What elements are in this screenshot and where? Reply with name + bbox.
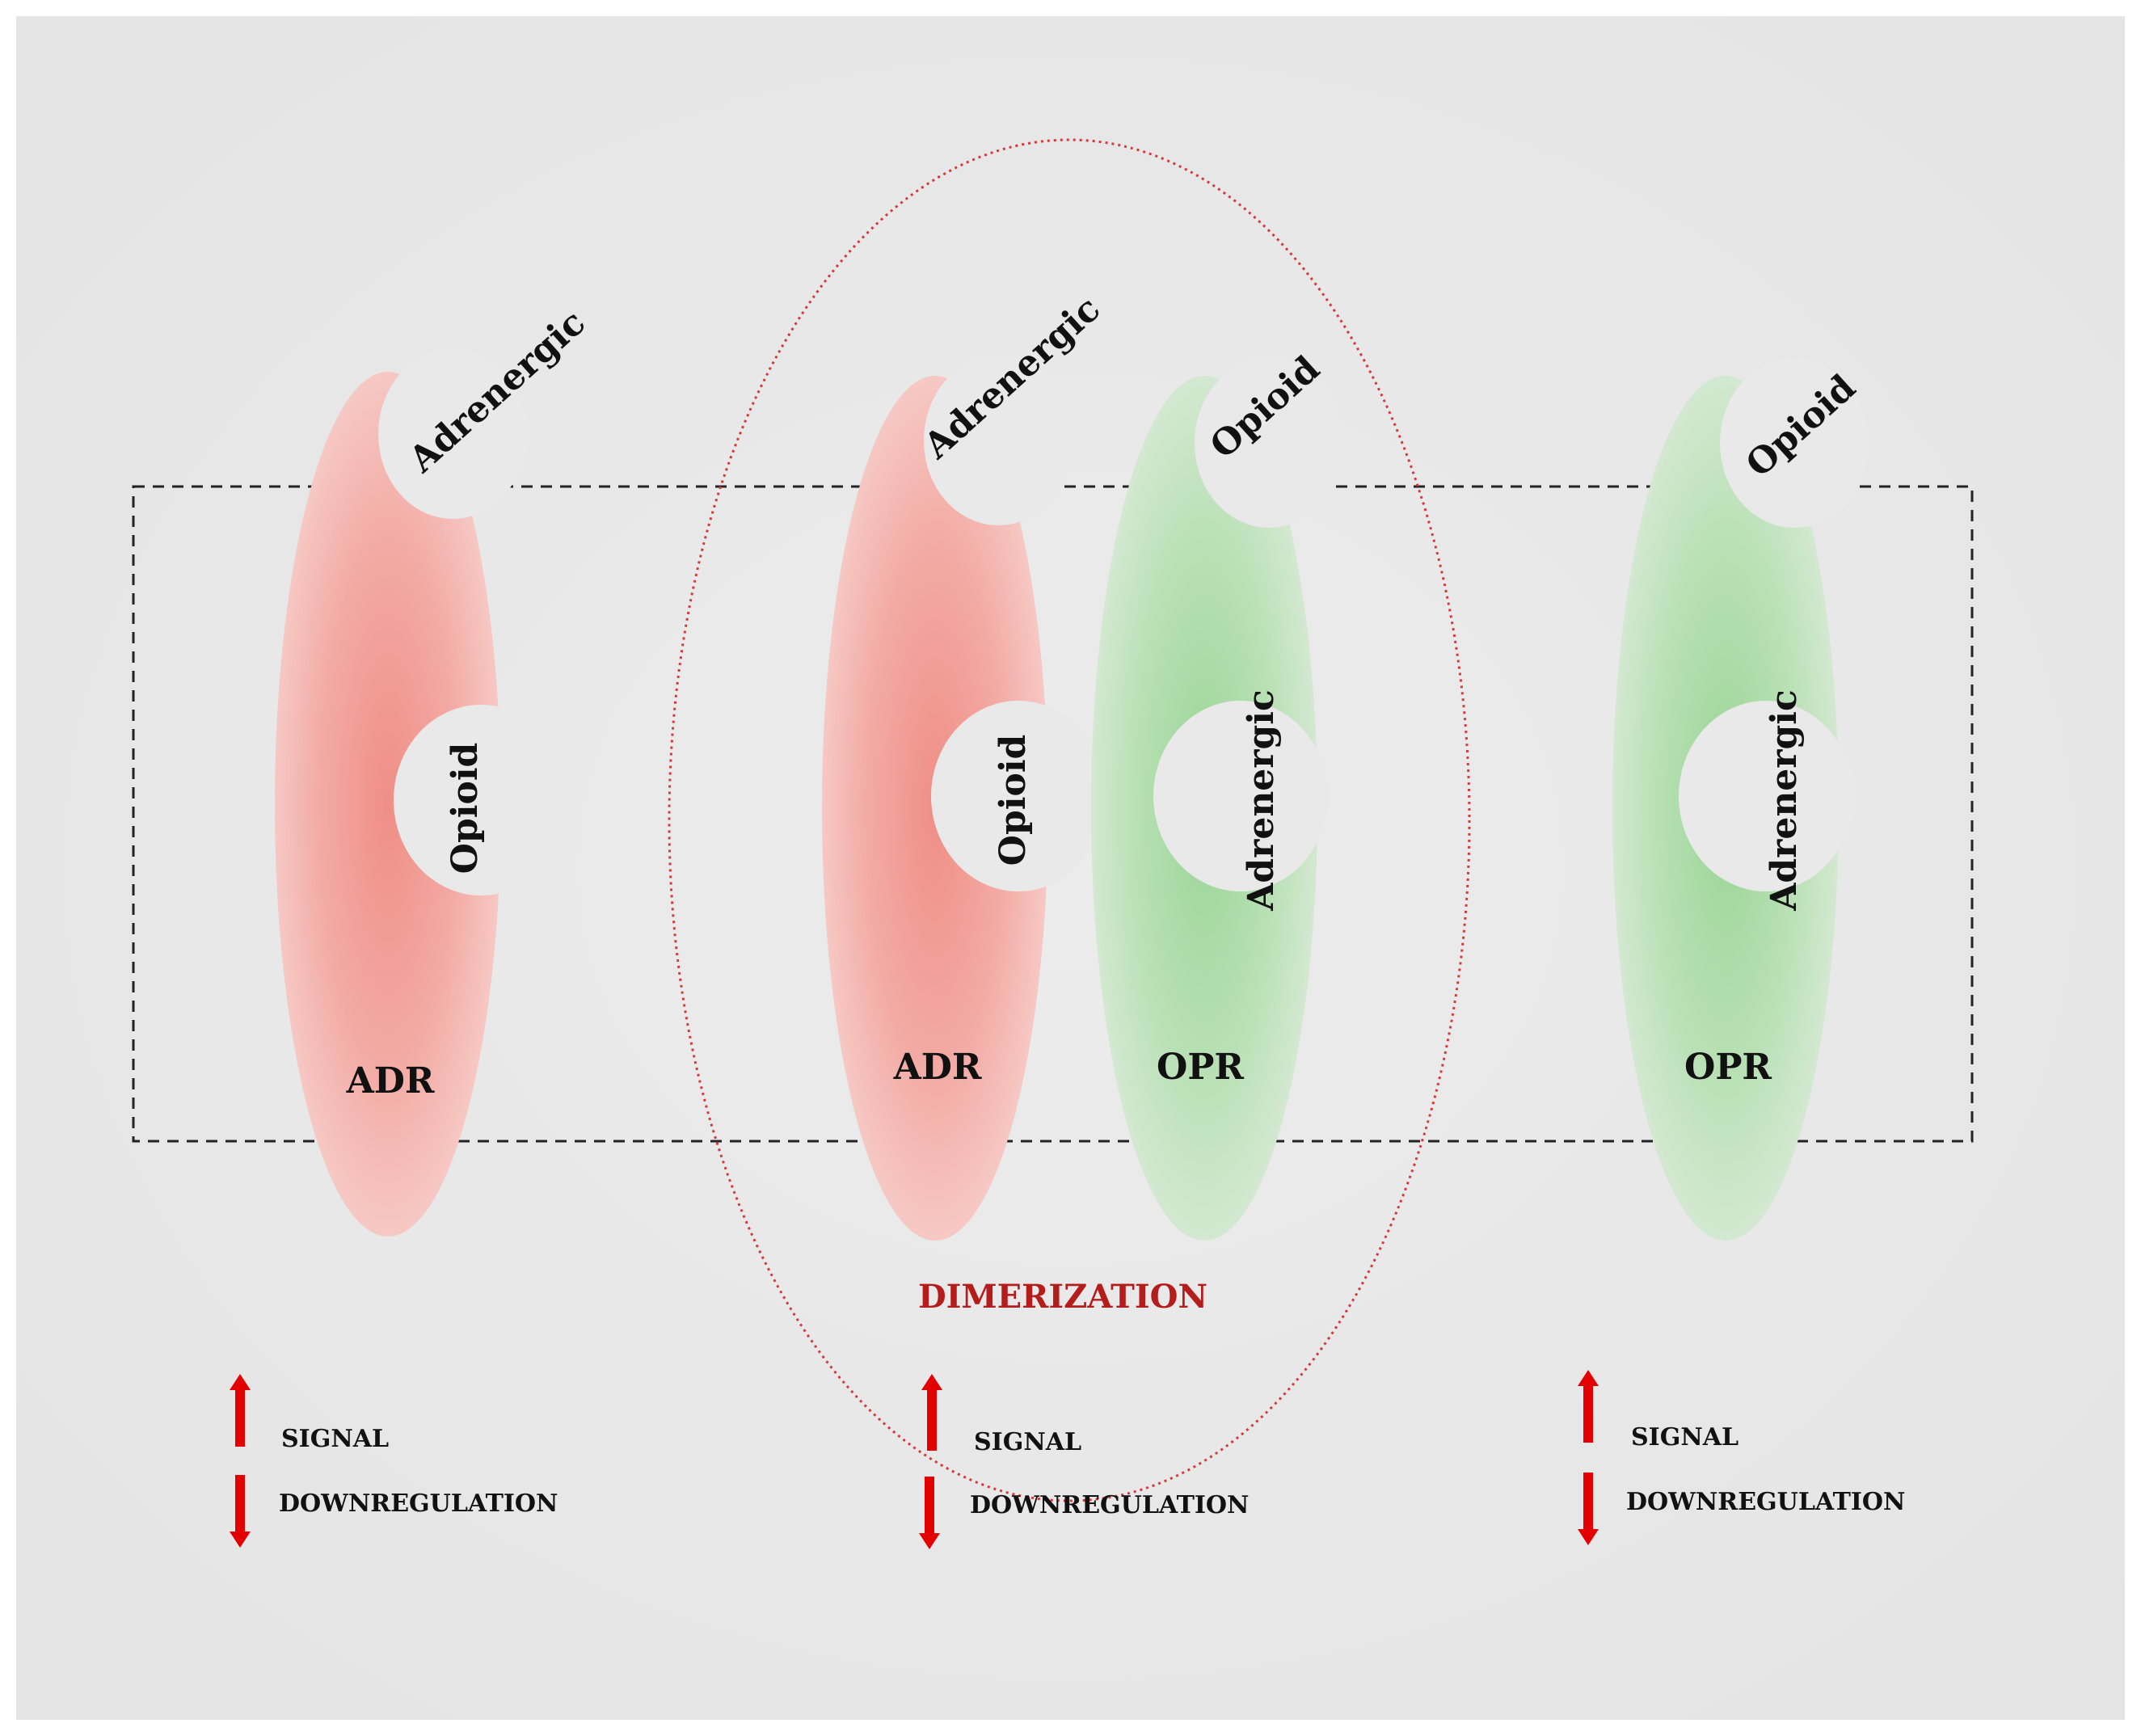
legend-left: SIGNAL DOWNREGULATION <box>230 1374 558 1548</box>
dimerization-circle <box>668 138 1471 1502</box>
receptor-opr-dimer: Opioid Adrenergic OPR <box>1091 348 1343 1241</box>
arrow-up-icon <box>921 1374 942 1451</box>
dimerization-label: DIMERIZATION <box>918 1278 1207 1316</box>
arrow-up-icon <box>1578 1370 1599 1443</box>
binding-site-mid <box>931 701 1106 891</box>
binding-site-mid-label: Adrenergic <box>1241 689 1282 912</box>
downregulation-label: DOWNREGULATION <box>279 1490 558 1518</box>
downregulation-label: DOWNREGULATION <box>1626 1488 1905 1516</box>
binding-site-mid-label: Opioid <box>445 743 486 874</box>
signal-label: SIGNAL <box>974 1428 1081 1456</box>
legend-right: SIGNAL DOWNREGULATION <box>1578 1370 1905 1545</box>
binding-site-top <box>1720 358 1869 528</box>
binding-site-mid <box>1679 701 1853 891</box>
arrow-up-icon <box>230 1374 251 1447</box>
receptor-opr-right: Opioid Adrenergic OPR <box>1612 358 1869 1241</box>
signal-label: SIGNAL <box>281 1425 389 1453</box>
binding-site-mid <box>1153 701 1328 891</box>
arrow-down-icon <box>919 1477 940 1549</box>
binding-site-top <box>378 349 527 519</box>
receptor-label: ADR <box>346 1060 435 1102</box>
arrow-down-icon <box>1578 1473 1599 1545</box>
legend-center: SIGNAL DOWNREGULATION <box>919 1374 1249 1549</box>
arrow-down-icon <box>230 1475 251 1548</box>
binding-site-mid-label: Opioid <box>993 735 1034 866</box>
receptor-label: OPR <box>1157 1047 1244 1088</box>
downregulation-label: DOWNREGULATION <box>970 1491 1249 1519</box>
signal-label: SIGNAL <box>1631 1423 1739 1452</box>
receptor-body <box>275 372 501 1237</box>
receptor-label: OPR <box>1684 1047 1772 1088</box>
binding-site-top <box>1195 358 1343 528</box>
receptor-label: ADR <box>893 1047 982 1088</box>
binding-site-mid <box>394 705 568 895</box>
binding-site-top <box>924 356 1073 525</box>
binding-site-mid-label: Adrenergic <box>1764 689 1805 912</box>
